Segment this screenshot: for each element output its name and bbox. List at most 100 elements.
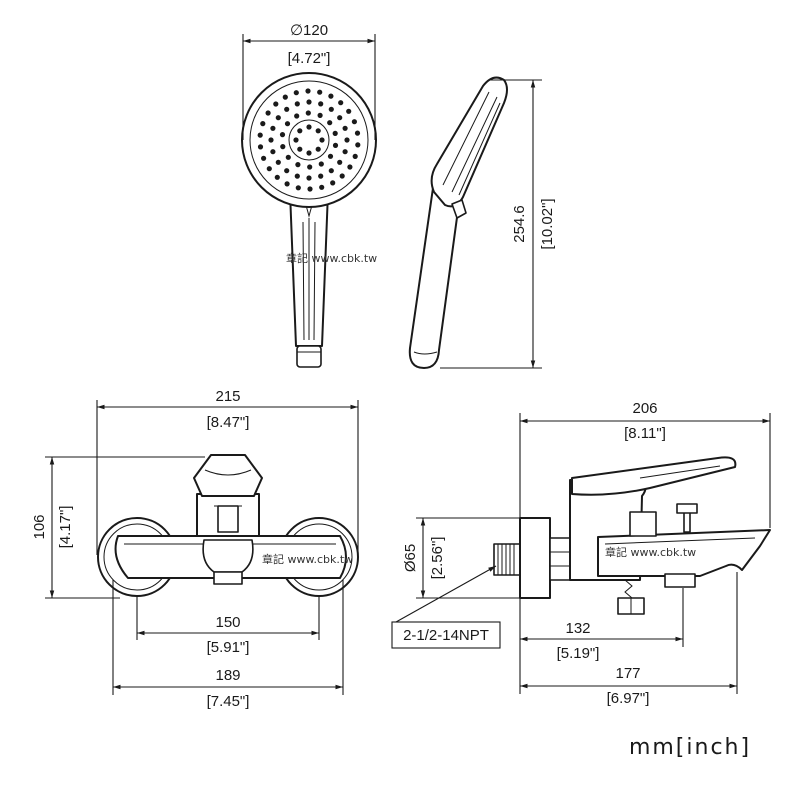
spray-hole bbox=[270, 149, 276, 155]
height-inch-label: [4.17"] bbox=[57, 506, 74, 549]
side-head-clip bbox=[451, 199, 467, 219]
spray-hole bbox=[307, 164, 313, 170]
spray-hole bbox=[318, 101, 324, 107]
spray-hole bbox=[319, 184, 325, 190]
spray-hole bbox=[318, 161, 324, 167]
hose-connector bbox=[296, 345, 322, 368]
spray-hole bbox=[305, 110, 311, 116]
flange-mm-label: Ø65 bbox=[402, 544, 419, 572]
depth-mm-label: 206 bbox=[632, 400, 657, 417]
spray-hole bbox=[337, 115, 343, 121]
spray-hole bbox=[339, 173, 345, 179]
spray-hole bbox=[315, 128, 321, 134]
centers-mm-label: 150 bbox=[215, 614, 240, 631]
side-handle bbox=[408, 187, 459, 369]
spray-hole bbox=[295, 185, 301, 191]
dimension-flange-diameter: Ø65 [2.56"] bbox=[402, 517, 520, 599]
spray-hole bbox=[327, 120, 333, 126]
dimension-inlet-centers: 150 [5.91"] bbox=[136, 596, 320, 656]
spray-hole bbox=[347, 164, 353, 170]
spray-hole bbox=[354, 130, 361, 136]
spray-hole bbox=[342, 149, 348, 155]
cartridge-stem bbox=[217, 505, 239, 533]
spray-hole bbox=[294, 173, 300, 179]
watermark: 章記 www.cbk.tw bbox=[262, 552, 353, 566]
thread-callout: 2-1/2-14NPT bbox=[391, 565, 501, 649]
side-connector-nut bbox=[549, 537, 571, 581]
centers-inch-label: [5.91"] bbox=[207, 639, 250, 656]
depth-inch-label: [8.11"] bbox=[624, 425, 666, 442]
shower-head-center-ring bbox=[288, 119, 330, 161]
spray-hole bbox=[284, 106, 290, 112]
dimension-head-diameter: ∅120 [4.72"] bbox=[242, 22, 376, 140]
spray-hole bbox=[306, 175, 312, 181]
spray-hole bbox=[307, 186, 313, 192]
spray-hole bbox=[328, 106, 334, 112]
dimension-outlet-distance: 132 [5.19"] bbox=[519, 588, 684, 694]
spray-hole bbox=[275, 159, 281, 165]
spray-hole bbox=[297, 128, 303, 134]
spray-hole bbox=[306, 99, 312, 105]
spray-hole bbox=[338, 100, 344, 106]
spray-hole bbox=[295, 162, 301, 168]
spout-mm-label: 177 bbox=[615, 665, 640, 682]
spray-hole bbox=[344, 137, 350, 143]
spray-hole bbox=[265, 110, 271, 116]
hose-outlet-thread bbox=[624, 579, 633, 599]
spray-hole bbox=[332, 142, 339, 148]
spray-hole bbox=[282, 94, 288, 100]
side-handle-end bbox=[413, 351, 438, 355]
outlet-inch-label: [5.19"] bbox=[557, 645, 600, 662]
spray-hole bbox=[284, 181, 290, 187]
aerator-nut bbox=[664, 573, 696, 588]
side-wall-flange bbox=[519, 517, 551, 599]
leader-line bbox=[395, 565, 497, 623]
spray-hole bbox=[260, 121, 266, 127]
thread-label: 2-1/2-14NPT bbox=[403, 627, 489, 644]
spray-hole bbox=[330, 180, 336, 186]
spray-hole bbox=[257, 132, 263, 138]
spray-hole bbox=[297, 146, 303, 152]
spray-hole bbox=[284, 121, 291, 127]
lever-contour bbox=[204, 469, 252, 476]
units-label: mm[inch] bbox=[629, 735, 751, 760]
dimension-body-width: 189 [7.45"] bbox=[112, 580, 344, 710]
spray-hole bbox=[315, 146, 321, 152]
spray-hole bbox=[317, 89, 323, 95]
dimension-spout-reach: 177 [6.97"] bbox=[520, 572, 738, 707]
spray-hole bbox=[270, 125, 276, 131]
spray-hole bbox=[318, 173, 324, 179]
spray-hole bbox=[319, 137, 325, 143]
spray-hole bbox=[306, 150, 312, 156]
spray-hole bbox=[273, 101, 279, 107]
faucet-front-view bbox=[97, 454, 359, 597]
handle-grooves bbox=[302, 218, 316, 341]
diameter-inch-label: [4.72"] bbox=[288, 50, 331, 67]
spout-inch-label: [6.97"] bbox=[607, 690, 650, 707]
spray-hole bbox=[337, 159, 343, 165]
spray-hole bbox=[268, 137, 274, 143]
side-head bbox=[430, 76, 508, 208]
spray-hole bbox=[294, 101, 300, 107]
spray-hole bbox=[351, 119, 357, 125]
spray-hole bbox=[266, 166, 272, 172]
dimension-shower-length: 254.6 [10.02"] bbox=[440, 79, 556, 369]
flange-inch-label: [2.56"] bbox=[429, 537, 446, 580]
side-head-face-lines bbox=[442, 91, 501, 196]
spray-hole bbox=[285, 154, 291, 160]
spray-holes bbox=[257, 88, 361, 192]
watermark: 章記 www.cbk.tw bbox=[286, 251, 377, 265]
spout-edge bbox=[604, 537, 756, 545]
outlet-mm-label: 132 bbox=[565, 620, 590, 637]
spray-hole bbox=[293, 137, 299, 143]
shower-head-face bbox=[249, 80, 369, 200]
length-inch-label: [10.02"] bbox=[539, 198, 556, 249]
diverter-stem bbox=[683, 511, 691, 533]
dimension-overall-height: 106 [4.17"] bbox=[31, 456, 205, 599]
diameter-mm-label: ∅120 bbox=[290, 22, 328, 39]
spray-hole bbox=[327, 153, 334, 159]
aerator-front bbox=[213, 571, 243, 585]
lever-edge bbox=[639, 465, 721, 479]
spray-hole bbox=[257, 144, 264, 150]
